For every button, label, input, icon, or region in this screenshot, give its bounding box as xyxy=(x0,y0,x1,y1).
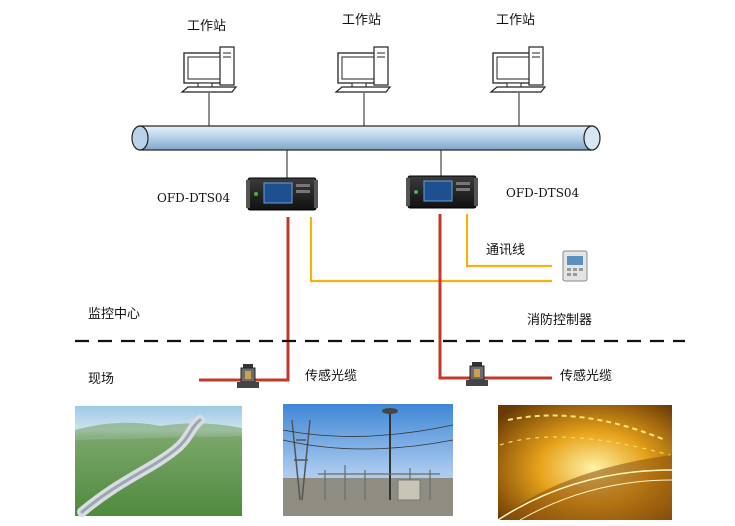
sensing-fiber xyxy=(438,214,552,380)
comm-line xyxy=(465,214,552,268)
device-label: OFD-DTS04 xyxy=(157,191,231,205)
substation-photo xyxy=(282,404,454,516)
dts-device xyxy=(406,175,478,209)
comm-line-label: 通讯线 xyxy=(486,243,526,258)
fire-controller-label: 消防控制器 xyxy=(527,313,593,328)
device-label: OFD-DTS04 xyxy=(506,186,580,200)
field-label: 现场 xyxy=(88,372,115,387)
monitor-center-label: 监控中心 xyxy=(88,307,141,322)
pipeline-photo xyxy=(75,406,242,517)
tunnel-photo xyxy=(497,405,673,521)
workstation-icon xyxy=(334,46,392,93)
workstation-label: 工作站 xyxy=(187,19,227,34)
fire-controller-icon xyxy=(562,250,588,282)
sensing-fiber-label: 传感光缆 xyxy=(560,369,613,384)
fiber-connector-icon xyxy=(466,362,488,386)
network-bus xyxy=(131,125,601,151)
workstation-icon xyxy=(180,46,238,93)
comm-line xyxy=(309,217,552,283)
sensing-fiber-label: 传感光缆 xyxy=(305,369,358,384)
workstation-label: 工作站 xyxy=(342,13,382,28)
workstation-icon xyxy=(489,46,547,93)
sensing-fiber xyxy=(199,217,290,382)
fiber-connector-icon xyxy=(237,364,259,388)
workstation-label: 工作站 xyxy=(496,13,536,28)
dts-device xyxy=(246,177,318,211)
